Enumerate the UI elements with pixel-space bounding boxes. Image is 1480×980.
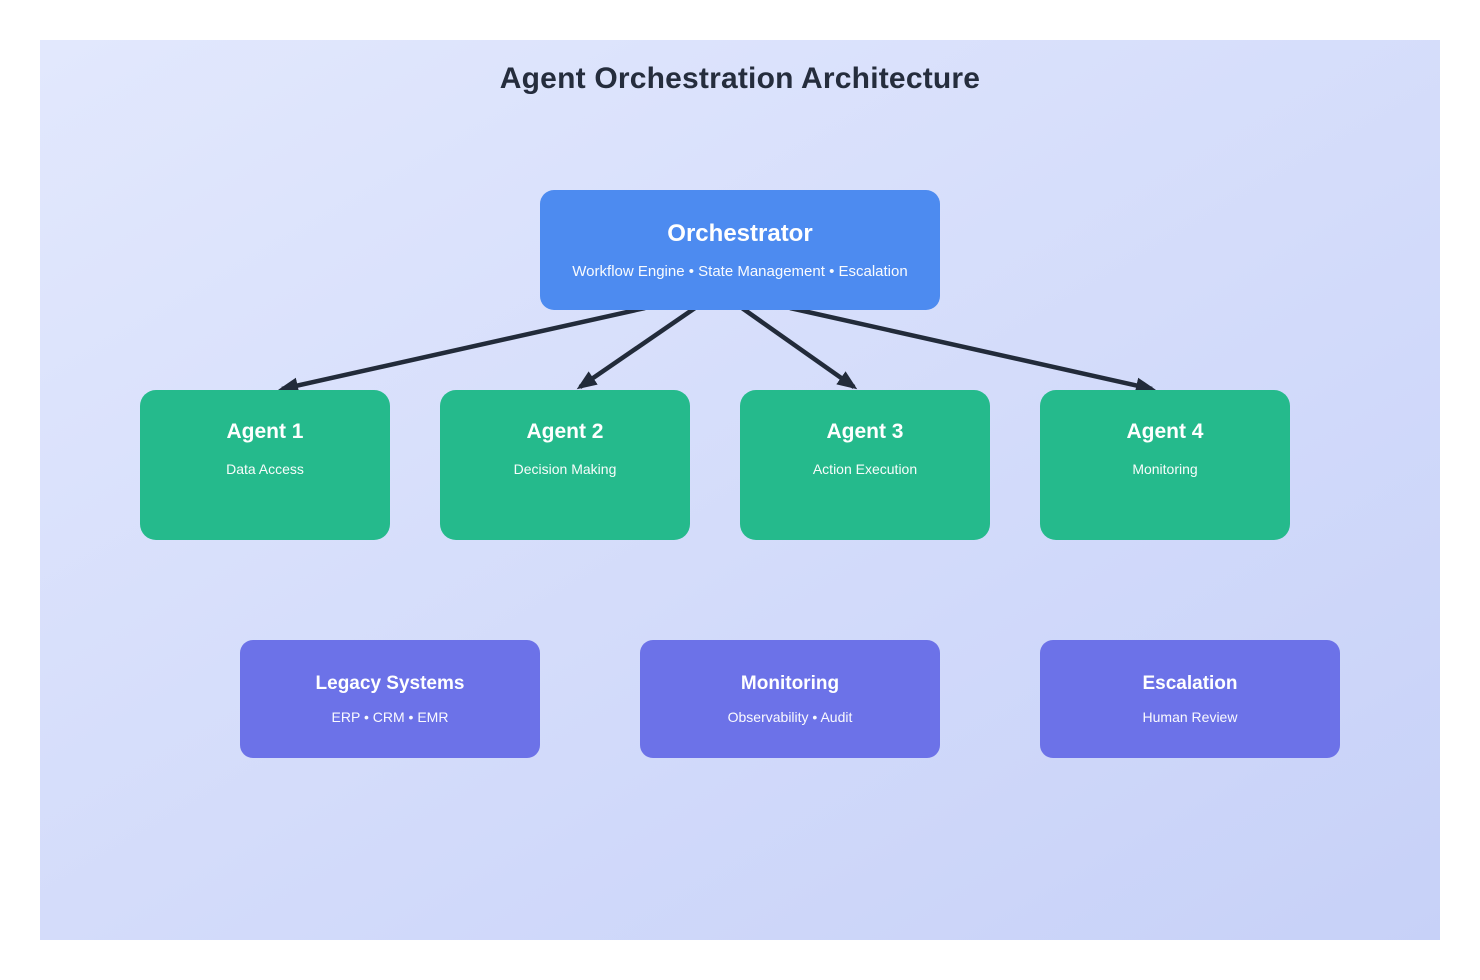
agent-3-subtitle: Action Execution	[812, 461, 918, 477]
legacy-systems-subtitle: ERP • CRM • EMR	[331, 709, 449, 725]
monitoring-title: Monitoring	[740, 673, 840, 694]
agent-node-2: Agent 2 Decision Making	[440, 390, 690, 540]
legacy-systems-title: Legacy Systems	[315, 673, 465, 694]
escalation-subtitle: Human Review	[1142, 709, 1238, 725]
agent-1-title: Agent 1	[226, 420, 304, 443]
orchestrator-node: Orchestrator Workflow Engine • State Man…	[540, 190, 940, 310]
diagram-canvas: Agent Orchestration Architecture Orchest…	[40, 40, 1440, 940]
agent-4-title: Agent 4	[1126, 420, 1204, 443]
agent-2-subtitle: Decision Making	[513, 461, 617, 477]
agent-node-1: Agent 1 Data Access	[140, 390, 390, 540]
escalation-title: Escalation	[1142, 673, 1238, 694]
orchestrator-title: Orchestrator	[667, 220, 813, 247]
monitoring-node: Monitoring Observability • Audit	[640, 640, 940, 758]
monitoring-subtitle: Observability • Audit	[727, 709, 853, 725]
agent-1-subtitle: Data Access	[226, 461, 304, 477]
arrow-to-agent-4	[789, 305, 1156, 394]
orchestrator-subtitle: Workflow Engine • State Management • Esc…	[572, 263, 908, 280]
agent-node-4: Agent 4 Monitoring	[1040, 390, 1290, 540]
escalation-node: Escalation Human Review	[1040, 640, 1340, 758]
arrow-to-agent-1	[278, 305, 646, 394]
agent-2-title: Agent 2	[526, 420, 604, 443]
arrow-to-agent-2	[576, 306, 697, 390]
legacy-systems-node: Legacy Systems ERP • CRM • EMR	[240, 640, 540, 758]
agent-node-3: Agent 3 Action Execution	[740, 390, 990, 540]
arrow-to-agent-3	[740, 306, 858, 390]
agent-3-title: Agent 3	[826, 420, 904, 443]
diagram-title: Agent Orchestration Architecture	[499, 62, 981, 95]
agent-4-subtitle: Monitoring	[1132, 461, 1198, 477]
